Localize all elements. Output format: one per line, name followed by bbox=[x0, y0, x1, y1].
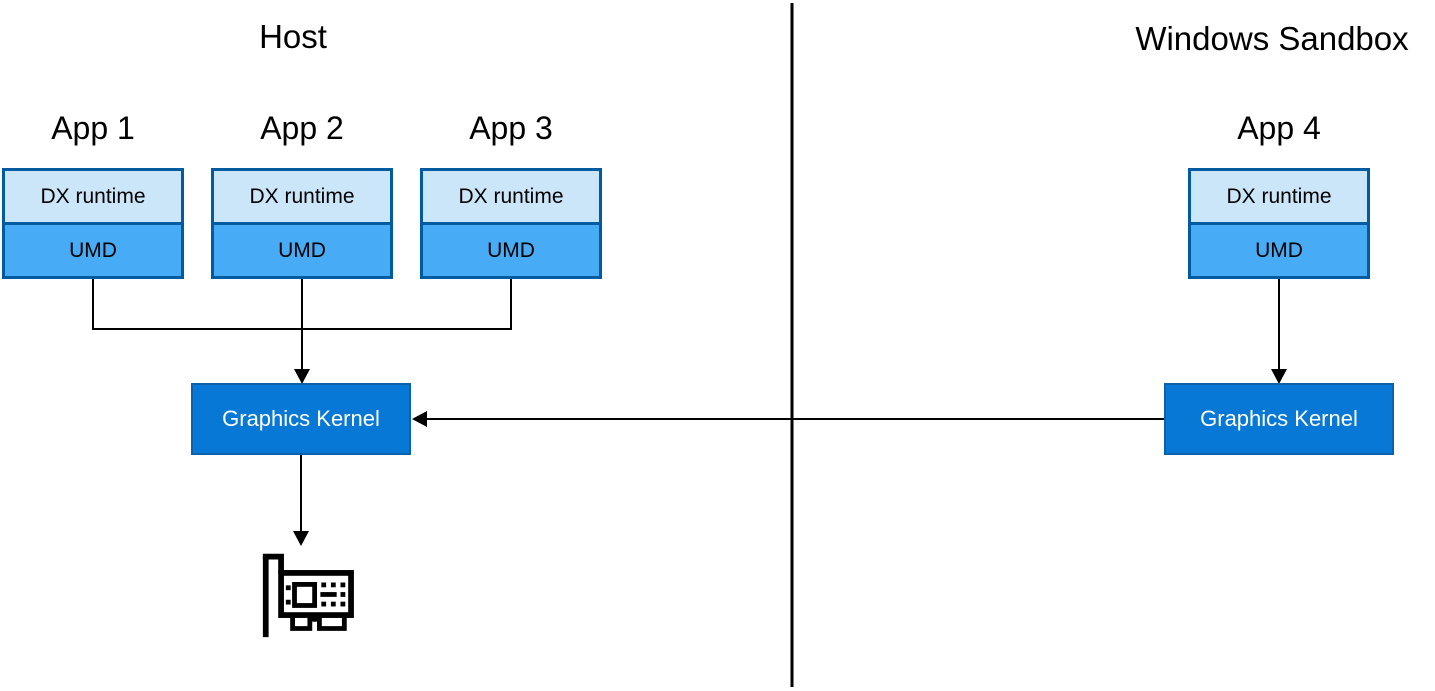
arrowhead-left-host-kernel bbox=[412, 411, 427, 427]
sandbox-title: Windows Sandbox bbox=[1135, 20, 1409, 57]
app2-dx-runtime-label: DX runtime bbox=[249, 184, 355, 208]
app3-stack: DX runtime UMD bbox=[420, 168, 602, 279]
app3-dx-runtime-label: DX runtime bbox=[458, 184, 564, 208]
sandbox-graphics-kernel-label: Graphics Kernel bbox=[1200, 406, 1358, 431]
app1-dx-runtime-box: DX runtime bbox=[5, 171, 181, 225]
app1-umd-box: UMD bbox=[5, 225, 181, 276]
gpu-card-icon bbox=[262, 553, 354, 638]
arrowhead-down-gpu bbox=[293, 531, 309, 546]
app4-dx-runtime-label: DX runtime bbox=[1226, 184, 1332, 208]
app3-umd-box: UMD bbox=[423, 225, 599, 276]
app4-label: App 4 bbox=[1237, 110, 1321, 146]
host-graphics-kernel-box: Graphics Kernel bbox=[191, 383, 411, 455]
app2-label: App 2 bbox=[260, 110, 344, 146]
app3-label: App 3 bbox=[469, 110, 553, 146]
arrowhead-down-sandbox-kernel bbox=[1271, 369, 1287, 384]
app4-dx-runtime-box: DX runtime bbox=[1191, 171, 1367, 225]
app2-umd-label: UMD bbox=[278, 238, 326, 262]
app1-umd-label: UMD bbox=[69, 238, 117, 262]
app2-stack: DX runtime UMD bbox=[211, 168, 393, 279]
app2-umd-box: UMD bbox=[214, 225, 390, 276]
app4-stack: DX runtime UMD bbox=[1188, 168, 1370, 279]
app4-umd-box: UMD bbox=[1191, 225, 1367, 276]
app2-dx-runtime-box: DX runtime bbox=[214, 171, 390, 225]
app3-dx-runtime-box: DX runtime bbox=[423, 171, 599, 225]
app4-umd-label: UMD bbox=[1255, 238, 1303, 262]
arrowhead-down-host-kernel bbox=[294, 369, 310, 384]
app1-stack: DX runtime UMD bbox=[2, 168, 184, 279]
app1-dx-runtime-label: DX runtime bbox=[40, 184, 146, 208]
app3-umd-label: UMD bbox=[487, 238, 535, 262]
sandbox-graphics-kernel-box: Graphics Kernel bbox=[1164, 383, 1394, 455]
host-title: Host bbox=[259, 18, 327, 55]
host-graphics-kernel-label: Graphics Kernel bbox=[222, 406, 380, 431]
app1-label: App 1 bbox=[51, 110, 135, 146]
